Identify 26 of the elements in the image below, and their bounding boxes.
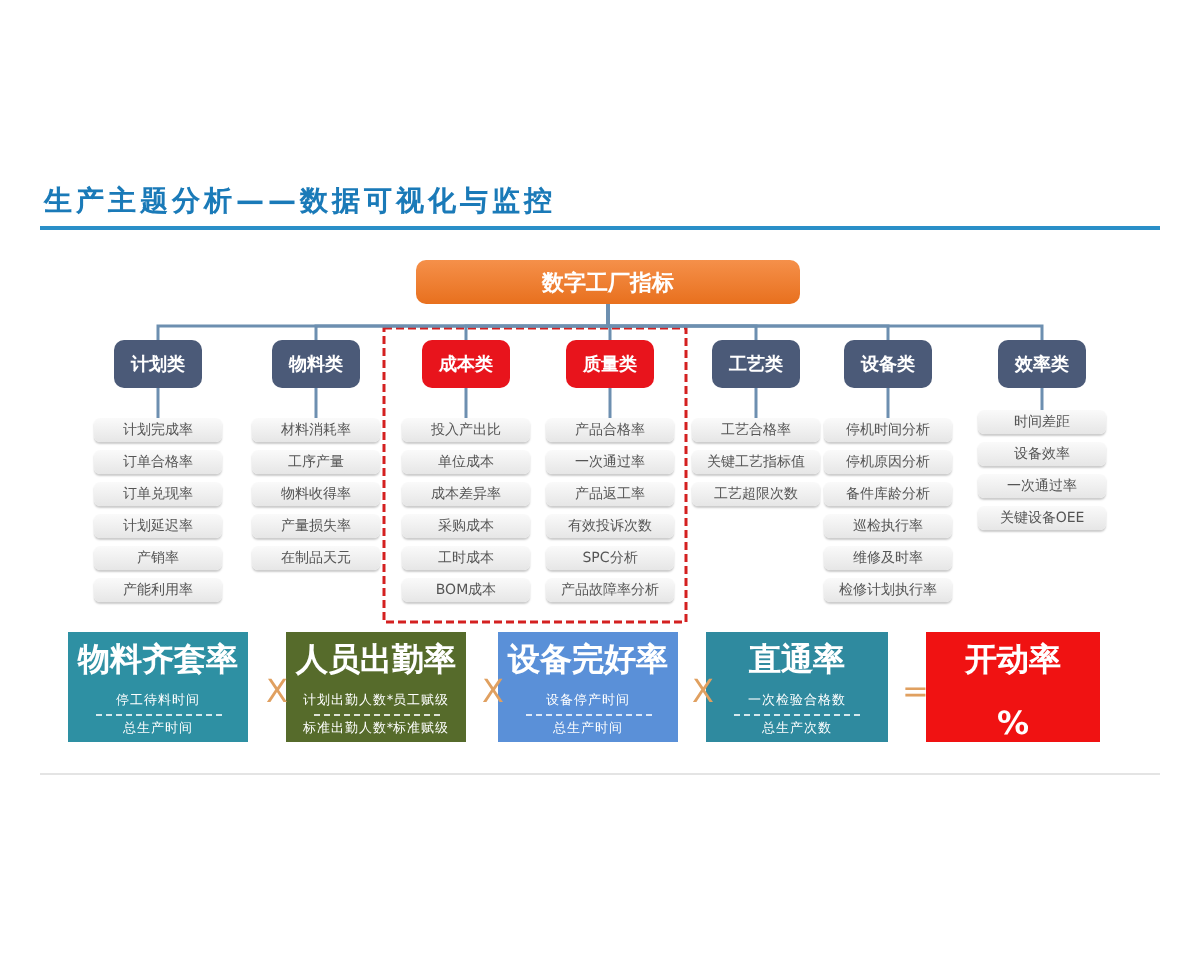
connector-line bbox=[314, 388, 318, 418]
category-box: 设备类 bbox=[844, 340, 932, 388]
formula-title: 人员出勤率 bbox=[296, 640, 456, 680]
category-box: 工艺类 bbox=[712, 340, 800, 388]
category-box: 成本类 bbox=[422, 340, 510, 388]
connector-line bbox=[1040, 388, 1044, 410]
formula-box bbox=[68, 632, 248, 742]
formula-box bbox=[926, 632, 1100, 742]
formula-title: 设备完好率 bbox=[508, 640, 668, 680]
category-box: 计划类 bbox=[114, 340, 202, 388]
formula-box bbox=[286, 632, 466, 742]
formula-title: 开动率 bbox=[965, 640, 1061, 680]
category-box: 效率类 bbox=[998, 340, 1086, 388]
formula-title: 直通率 bbox=[749, 640, 845, 680]
connector-line bbox=[464, 388, 468, 418]
connector-line bbox=[156, 388, 160, 418]
root-box: 数字工厂指标 bbox=[416, 260, 800, 304]
category-box: 物料类 bbox=[272, 340, 360, 388]
operator-sign: = bbox=[902, 672, 929, 710]
formula-title: 物料齐套率 bbox=[78, 640, 238, 680]
category-box: 质量类 bbox=[566, 340, 654, 388]
connector-line bbox=[886, 388, 890, 418]
connector-line bbox=[608, 388, 612, 418]
result-unit: % bbox=[996, 704, 1030, 742]
connector-line bbox=[754, 388, 758, 418]
page-title: 生产主题分析——数据可视化与监控 bbox=[44, 184, 556, 220]
